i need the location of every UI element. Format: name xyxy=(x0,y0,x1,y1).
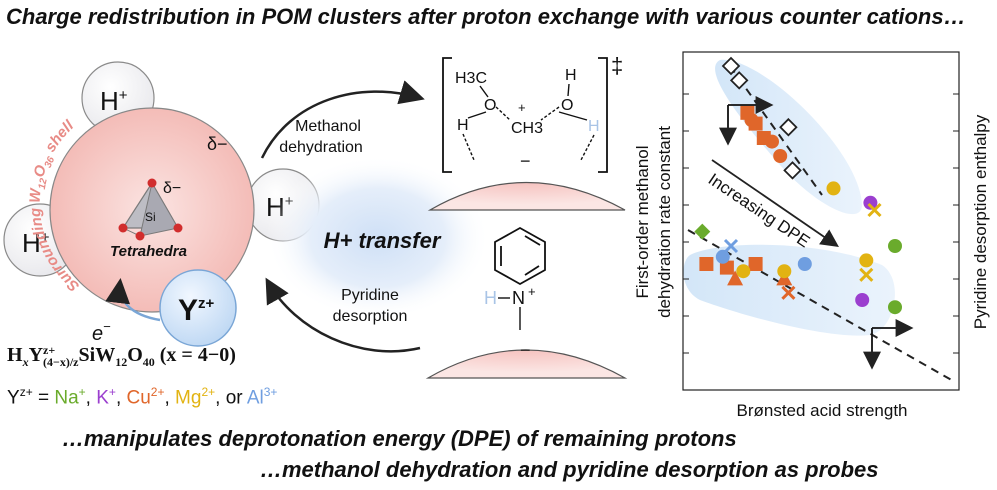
oxygen-atom-front xyxy=(135,231,145,241)
tetrahedron-front xyxy=(139,181,179,237)
data-point xyxy=(797,257,812,271)
scatter-chart: Increasing DPE Brønsted acid strength Fi… xyxy=(633,51,990,420)
ts-hydrogen-top: H xyxy=(565,67,577,84)
data-point xyxy=(781,285,796,300)
data-point xyxy=(727,270,744,286)
data-point xyxy=(765,134,779,149)
data-point xyxy=(694,223,711,240)
plot-frame xyxy=(682,51,960,391)
ts-methyl-left: H3C xyxy=(455,70,487,87)
footer-line-1: …manipulates deprotonation energy (DPE) … xyxy=(62,426,737,451)
data-point xyxy=(859,267,874,282)
data-point xyxy=(779,117,798,137)
y-axis-label-right: Pyridine desorption enthalpy xyxy=(971,114,990,329)
cycle-arrow-top xyxy=(260,80,425,159)
data-point xyxy=(719,260,734,275)
data-point xyxy=(859,253,874,268)
bracket-right xyxy=(598,57,608,173)
oxygen-atom-left xyxy=(118,223,128,233)
tetrahedra-label: Tetrahedra xyxy=(110,243,187,260)
data-point xyxy=(699,257,714,271)
pyr-surface-charge: − xyxy=(520,340,531,360)
surface-bottom xyxy=(425,349,628,379)
proton-label-left: H+ xyxy=(22,228,50,258)
x-axis-label: Brønsted acid strength xyxy=(736,401,907,420)
cation-bubble xyxy=(159,269,237,347)
pyridinium-hydrogen: H xyxy=(484,288,497,308)
data-point xyxy=(729,71,749,90)
data-point xyxy=(777,264,792,279)
electron-label: e− xyxy=(92,319,111,345)
data-point xyxy=(715,249,730,264)
ts-oxygen-left: O xyxy=(484,97,496,114)
data-point xyxy=(855,293,870,307)
cation-list: Yz+ = Na+, K+, Cu2+, Mg2+, or Al3+ xyxy=(7,385,278,409)
data-point xyxy=(863,195,878,210)
data-point xyxy=(736,264,751,279)
data-point xyxy=(783,161,802,180)
data-point xyxy=(773,149,788,163)
oxygen-atom-right xyxy=(173,223,183,233)
data-point xyxy=(888,300,902,315)
surface-top xyxy=(427,182,626,211)
oxygen-atom-top xyxy=(147,178,157,188)
axis-ticks xyxy=(683,93,959,354)
data-point xyxy=(867,202,882,218)
data-point xyxy=(748,257,763,271)
core-partial-charge: δ− xyxy=(163,180,181,197)
data-point xyxy=(888,239,902,253)
annotation-arrow xyxy=(711,159,839,248)
ts-plus: + xyxy=(518,100,526,115)
pyridinium-plus: + xyxy=(528,284,536,299)
pyridinium-nitrogen: N xyxy=(512,288,525,308)
electron-transfer-arrow xyxy=(105,278,161,322)
trend-line-upper xyxy=(729,65,823,196)
ts-carbocation: CH3 xyxy=(511,120,543,137)
band-upper xyxy=(715,59,862,215)
data-point xyxy=(826,181,841,196)
proton-transfer-label: H+ transfer xyxy=(324,228,442,253)
data-point xyxy=(723,238,739,254)
ts-hydrogen-left: H xyxy=(457,117,469,134)
data-point xyxy=(744,113,759,127)
cycle-arrow-bottom xyxy=(265,277,421,353)
ts-bonds xyxy=(462,83,595,161)
axis-indicator-lower xyxy=(863,319,914,370)
silicon-label: Si xyxy=(145,210,156,224)
ts-surface-charge: − xyxy=(520,151,531,171)
transition-state-dagger: ‡ xyxy=(611,53,623,78)
ts-oxygen-right: O xyxy=(561,97,573,114)
chart-points xyxy=(694,56,902,315)
proton-label-top: H+ xyxy=(100,86,128,116)
pyridine-ring xyxy=(494,226,546,286)
axis-indicator-upper xyxy=(719,96,774,146)
trend-line-lower xyxy=(687,229,956,383)
footer-line-2: …methanol dehydration and pyridine desor… xyxy=(260,457,879,482)
bracket-left xyxy=(442,57,452,173)
cation-label: Yz+ xyxy=(178,294,215,327)
shell-partial-charge: δ− xyxy=(207,134,228,154)
polyoxometalate-cluster: H+ H+ H+ Surrounding W12O36 shell δ− δ− … xyxy=(3,61,320,347)
transfer-glow xyxy=(266,156,490,320)
data-point xyxy=(721,56,741,76)
figure-title: Charge redistribution in POM clusters af… xyxy=(6,4,966,29)
ts-hydrogen-right: H xyxy=(588,118,600,135)
